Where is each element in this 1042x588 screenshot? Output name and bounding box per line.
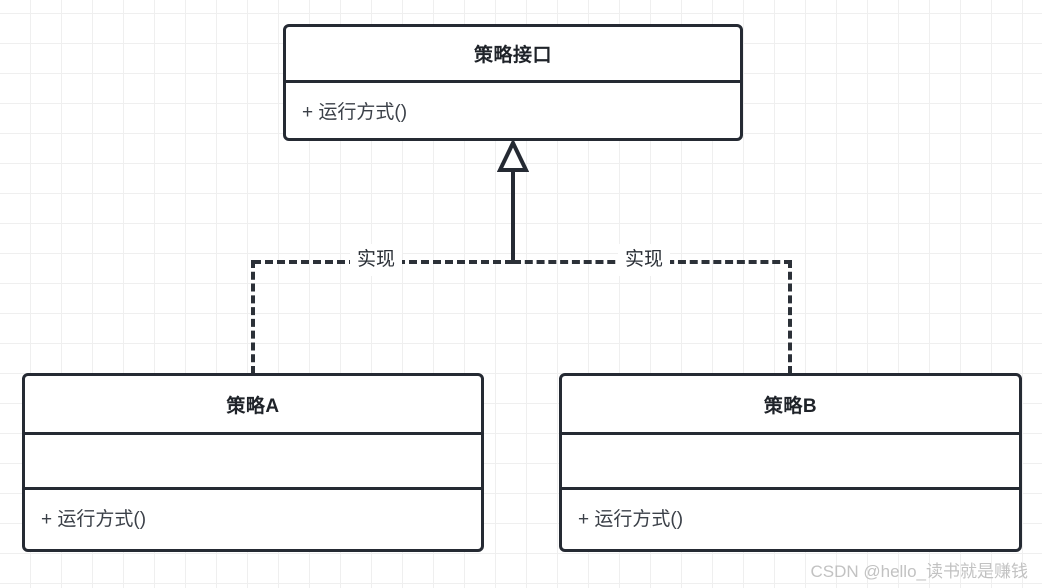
uml-class-box-interface[interactable]: 策略接口 + 运行方式()	[283, 24, 743, 141]
class-method-strategy-b: + 运行方式()	[578, 509, 684, 530]
uml-class-box-strategy-a[interactable]: 策略A + 运行方式()	[22, 373, 484, 552]
class-attributes-strategy-b	[562, 435, 1019, 490]
class-title-strategy-a: 策略A	[25, 376, 481, 435]
class-title-strategy-b: 策略B	[562, 376, 1019, 435]
realization-stem	[511, 168, 515, 263]
uml-class-box-strategy-b[interactable]: 策略B + 运行方式()	[559, 373, 1022, 552]
class-method-interface: + 运行方式()	[302, 101, 408, 123]
class-method-strategy-a: + 运行方式()	[41, 509, 147, 530]
watermark-text: CSDN @hello_读书就是赚钱	[810, 562, 1028, 581]
realization-drop-left	[251, 260, 255, 374]
realization-drop-right	[788, 260, 792, 374]
class-attributes-strategy-a	[25, 435, 481, 490]
relationship-label-left: 实现	[350, 244, 403, 276]
relationship-label-right: 实现	[618, 244, 671, 276]
class-title-interface: 策略接口	[286, 27, 740, 83]
